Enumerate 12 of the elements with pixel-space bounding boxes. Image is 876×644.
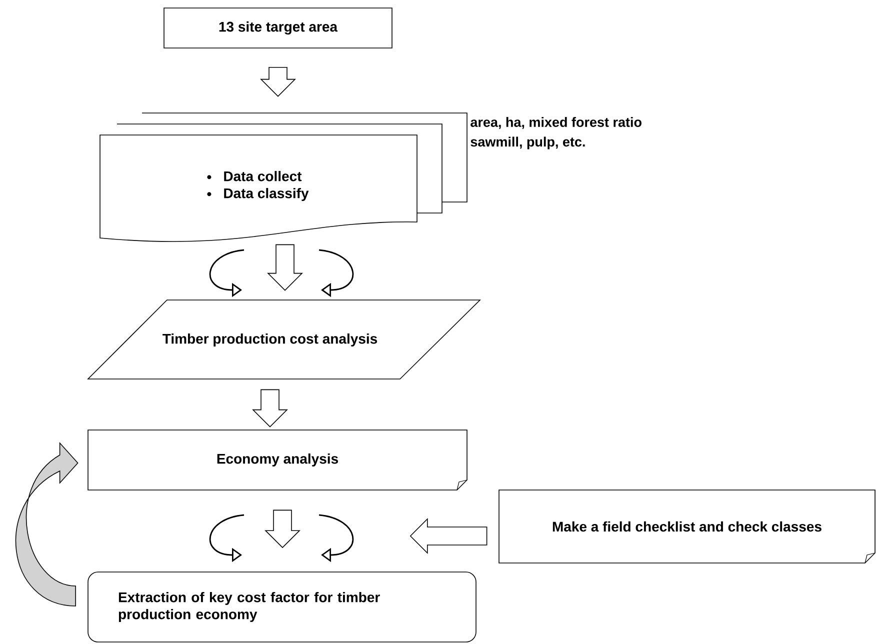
block-arrow bbox=[252, 389, 288, 428]
document-box: Make a field checklist and check classes bbox=[498, 490, 876, 564]
block-arrow bbox=[410, 518, 488, 554]
side-note: sawmill, pulp, etc. bbox=[470, 136, 585, 150]
side-note: area, ha, mixed forest ratio bbox=[470, 117, 642, 129]
rounded-box: Extraction of key cost factor for timber production economy bbox=[88, 572, 476, 642]
block-arrow bbox=[260, 67, 296, 97]
document-box: Economy analysis bbox=[88, 430, 468, 490]
block-arrow bbox=[267, 244, 303, 291]
curved-arrow bbox=[16, 442, 78, 606]
block-arrow bbox=[264, 510, 300, 548]
process-box: 13 site target area bbox=[164, 8, 392, 48]
